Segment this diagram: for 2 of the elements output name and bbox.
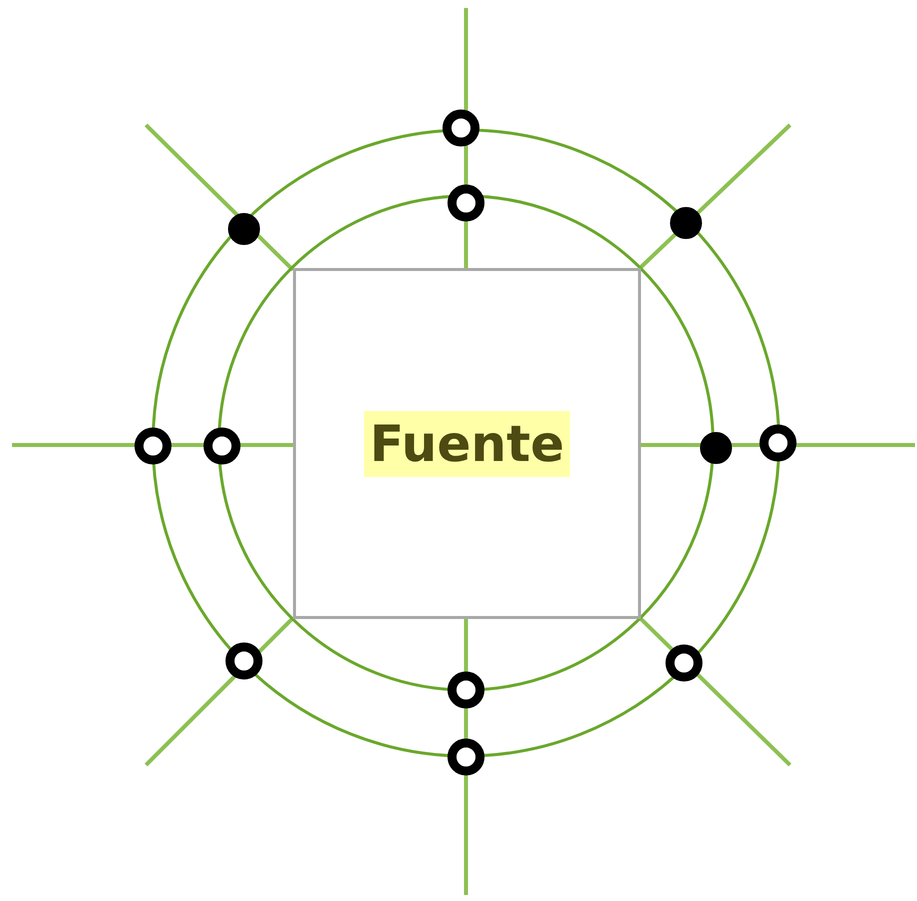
- source-box: [293, 268, 641, 619]
- source-label: Fuente: [364, 410, 570, 476]
